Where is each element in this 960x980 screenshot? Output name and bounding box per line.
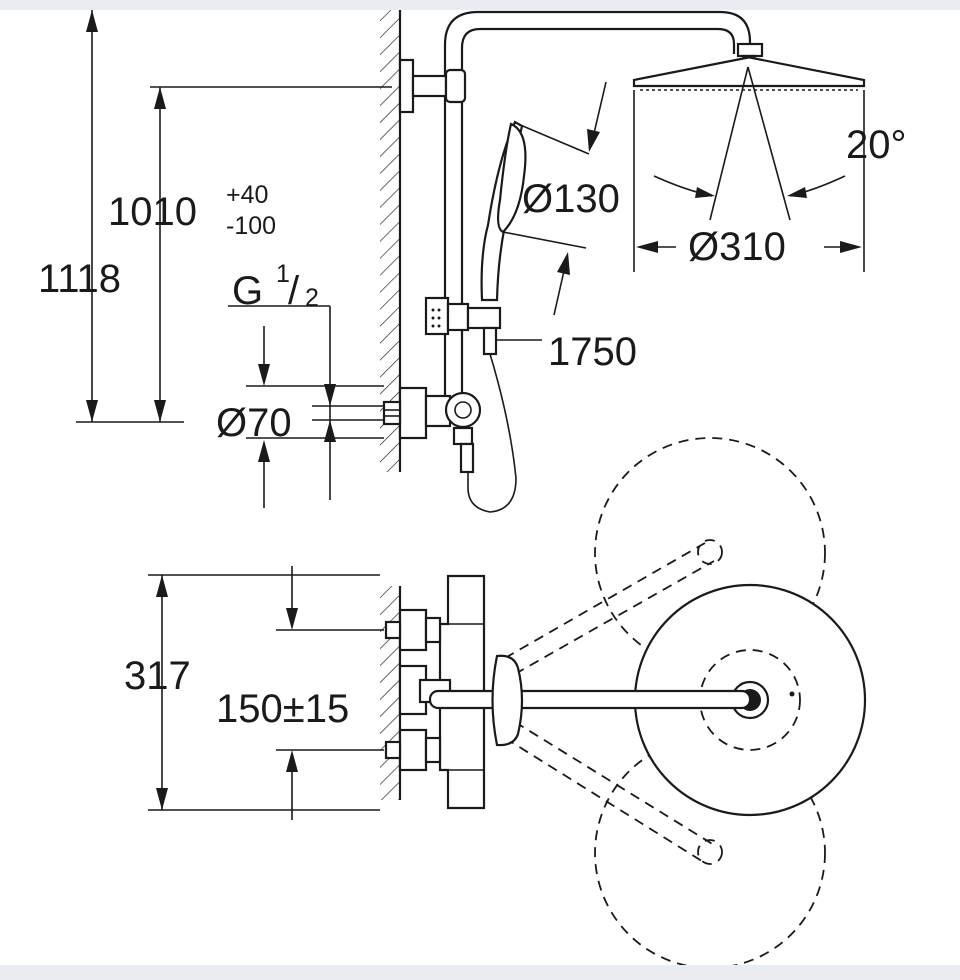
dim-outlet-height: 1010 [108,190,197,234]
shower-arm-alternate-positions [504,437,826,965]
wall-connection-flange [382,386,428,440]
top-view [380,437,867,965]
technical-drawing-sheet: 1118 1010 +40 -100 G 1 / 2 Ø70 Ø130 1750… [0,10,960,965]
dim-hose-length: 1750 [548,330,637,374]
dimension-lines [76,10,862,820]
shower-arm-top [428,689,752,710]
dim-thread-denominator: 2 [305,284,319,312]
top-connection-lower [384,728,442,772]
dimension-labels: 1118 1010 +40 -100 G 1 / 2 Ø70 Ø130 1750… [38,123,907,731]
hand-shower-slider [424,296,502,356]
shower-riser-pipe [443,10,752,406]
wall-top-view [380,586,402,800]
dim-thread-slash: / [288,269,300,313]
dim-outlet-tolerance-minus: -100 [226,212,276,240]
tilt-angle-arrows [653,175,846,198]
dim-wall-width: 317 [124,654,191,698]
side-view [380,10,866,513]
dim-flange-diameter: Ø70 [216,401,292,445]
wall-bracket [398,58,467,114]
hand-shower [480,120,590,302]
head-shower [632,42,866,272]
dim-thread-numerator: 1 [276,260,290,288]
dim-total-height: 1118 [38,257,121,301]
dim-head-shower-diameter: Ø310 [688,225,786,269]
thermostat-body-side [424,391,482,474]
hand-shower-holder-top [491,654,524,747]
dim-outlet-tolerance-plus: +40 [226,181,268,209]
dim-connection-spacing: 150±15 [216,687,349,731]
dim-thread-letter: G [232,269,263,313]
dim-head-tilt-angle: 20° [846,123,907,167]
shower-hose [467,353,517,513]
top-connection-upper [384,608,442,652]
technical-drawing: 1118 1010 +40 -100 G 1 / 2 Ø70 Ø130 1750… [38,10,907,965]
dim-hand-shower-diameter: Ø130 [522,177,620,221]
